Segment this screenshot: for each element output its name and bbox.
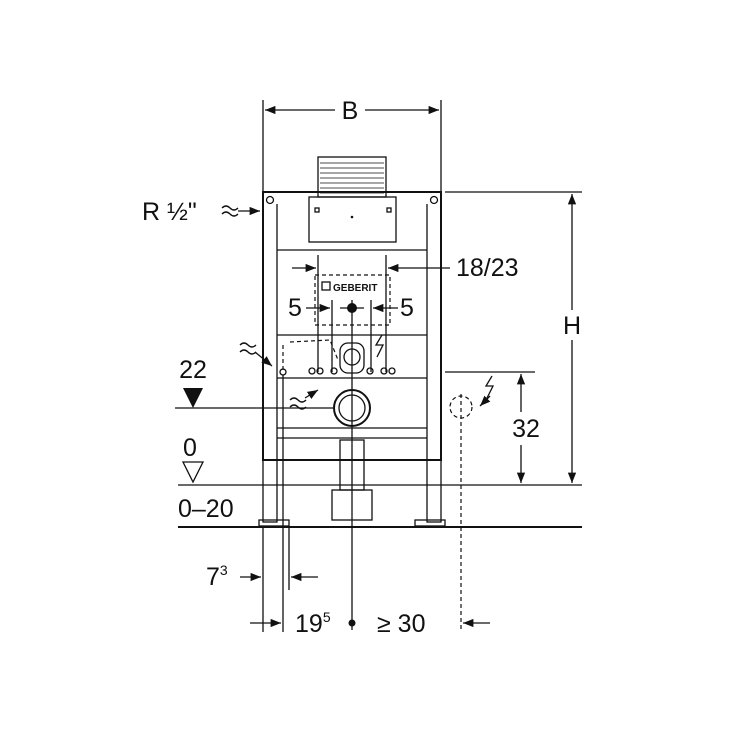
cistern: [308, 156, 397, 243]
drain-height-label: 22: [179, 356, 207, 384]
width-label: B: [342, 97, 359, 125]
socket-height-label: 32: [512, 415, 540, 443]
spacing-label: 18/23: [456, 254, 519, 282]
left-offset-label: 5: [288, 294, 302, 322]
foot-offset-label: 73: [206, 562, 228, 591]
brand-logo: GEBERIT: [333, 283, 377, 294]
height-label: H: [563, 312, 581, 340]
width-dimension: B: [262, 97, 442, 192]
right-offset-label: 5: [400, 294, 414, 322]
water-connection-label: R ½": [142, 198, 197, 226]
floor-range-label: 0–20: [178, 495, 234, 523]
leg-to-center-label: 195: [295, 609, 331, 638]
floor-level-label: 0: [183, 434, 197, 462]
height-dimension: H: [445, 191, 582, 483]
water-connection: R ½": [142, 198, 319, 410]
center-to-socket-label: ≥ 30: [377, 610, 425, 638]
